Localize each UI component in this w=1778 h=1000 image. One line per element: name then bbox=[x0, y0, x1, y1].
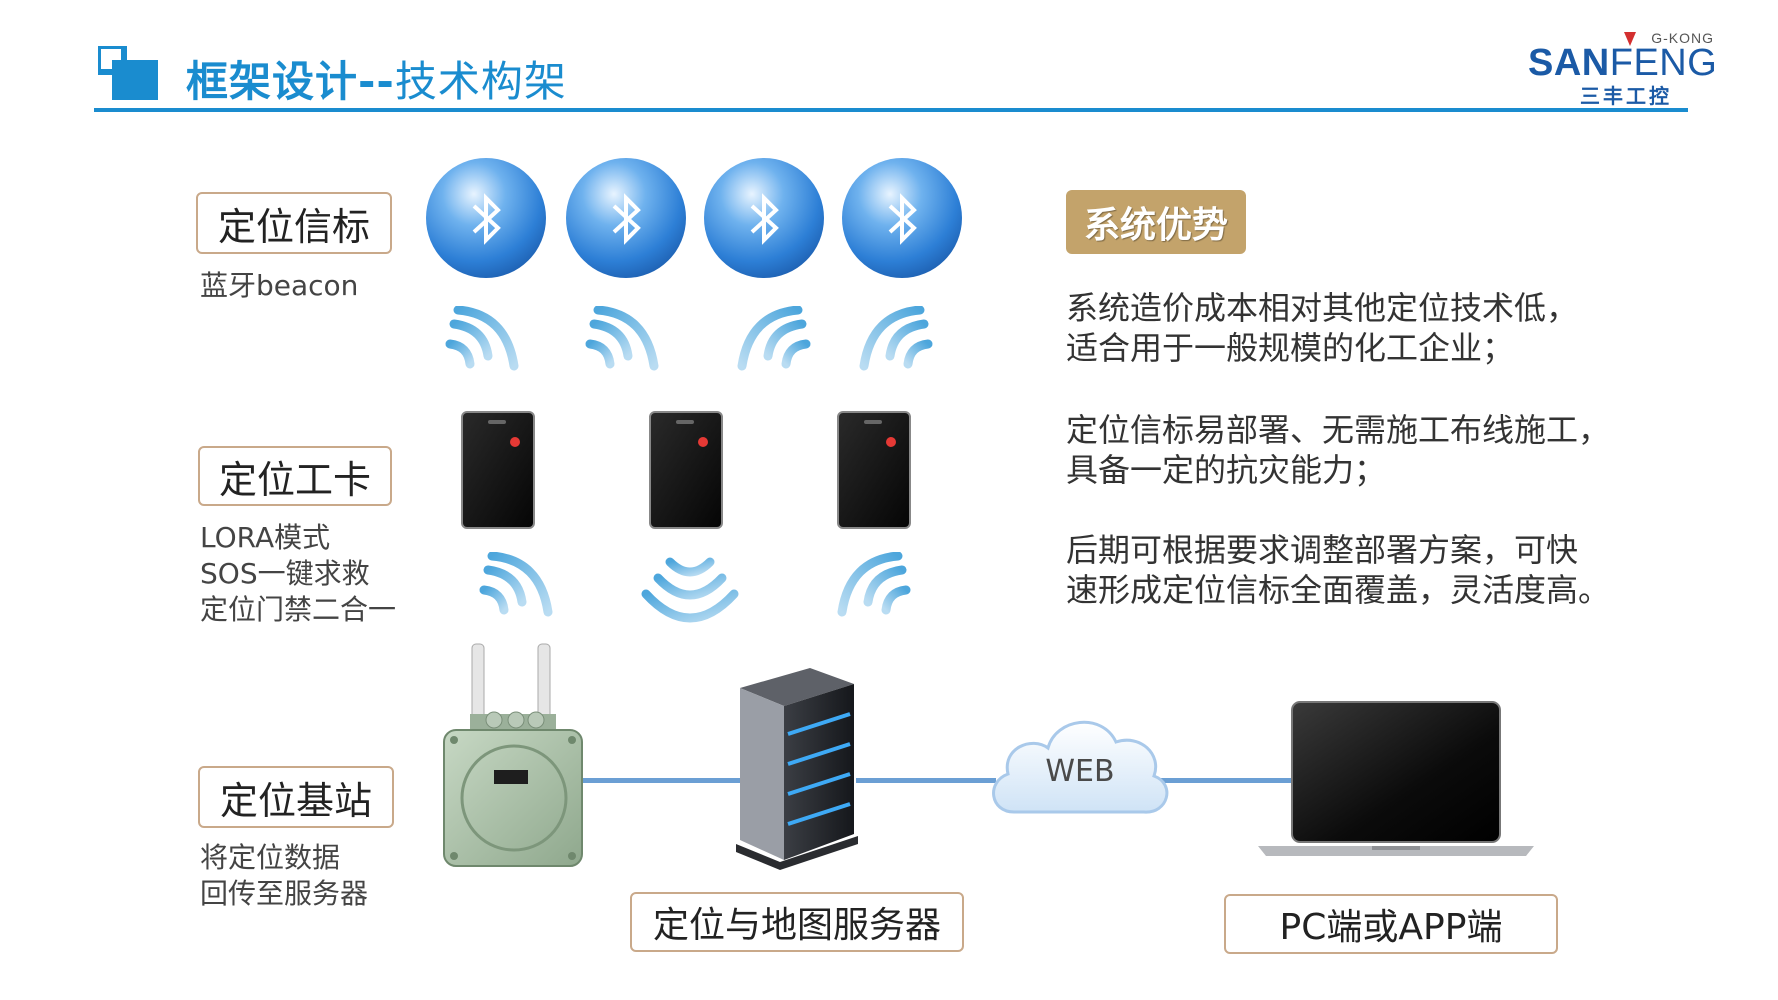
bluetooth-icon bbox=[424, 156, 548, 280]
title-icon bbox=[98, 46, 160, 100]
beacon-desc: 蓝牙beacon bbox=[200, 269, 359, 302]
page-title: 框架设计--技术构架 bbox=[186, 57, 567, 106]
bluetooth-icon bbox=[702, 156, 826, 280]
cloud-icon bbox=[984, 708, 1172, 826]
label-card: 定位工卡 bbox=[198, 446, 392, 506]
server-label: 定位与地图服务器 bbox=[630, 892, 964, 952]
advantages-badge: 系统优势 bbox=[1066, 190, 1246, 254]
id-card-icon bbox=[648, 410, 724, 530]
id-card-icon bbox=[836, 410, 912, 530]
advantage-item: 后期可根据要求调整部署方案，可快 速形成定位信标全面覆盖，灵活度高。 bbox=[1066, 531, 1611, 609]
connection-line bbox=[578, 778, 748, 783]
label-beacon: 定位信标 bbox=[196, 192, 392, 254]
signal-wave-icon bbox=[444, 306, 534, 386]
company-logo: G-KONG SANFENG 三丰工控 bbox=[1528, 30, 1718, 108]
client-label: PC端或APP端 bbox=[1224, 894, 1558, 954]
laptop-icon bbox=[1256, 700, 1536, 860]
server-icon bbox=[730, 664, 864, 874]
advantage-item: 系统造价成本相对其他定位技术低， 适合用于一般规模的化工企业； bbox=[1066, 289, 1579, 367]
base-station-icon bbox=[440, 640, 586, 870]
card-desc: LORA模式 SOS一键求救 定位门禁二合一 bbox=[200, 521, 397, 626]
cloud-label: WEB bbox=[1045, 754, 1115, 789]
connection-line bbox=[856, 778, 996, 783]
header-divider bbox=[94, 108, 1688, 112]
signal-wave-icon bbox=[584, 306, 674, 386]
station-desc: 将定位数据 回传至服务器 bbox=[200, 841, 369, 910]
advantage-item: 定位信标易部署、无需施工布线施工， 具备一定的抗灾能力； bbox=[1066, 411, 1611, 489]
connection-line bbox=[1160, 778, 1300, 783]
bluetooth-icon bbox=[840, 156, 964, 280]
signal-wave-icon bbox=[722, 306, 812, 386]
signal-wave-icon bbox=[844, 306, 934, 386]
id-card-icon bbox=[460, 410, 536, 530]
label-station: 定位基站 bbox=[198, 766, 394, 828]
signal-wave-icon bbox=[822, 552, 912, 632]
signal-wave-icon bbox=[640, 552, 740, 632]
signal-wave-icon bbox=[478, 552, 568, 632]
bluetooth-icon bbox=[564, 156, 688, 280]
